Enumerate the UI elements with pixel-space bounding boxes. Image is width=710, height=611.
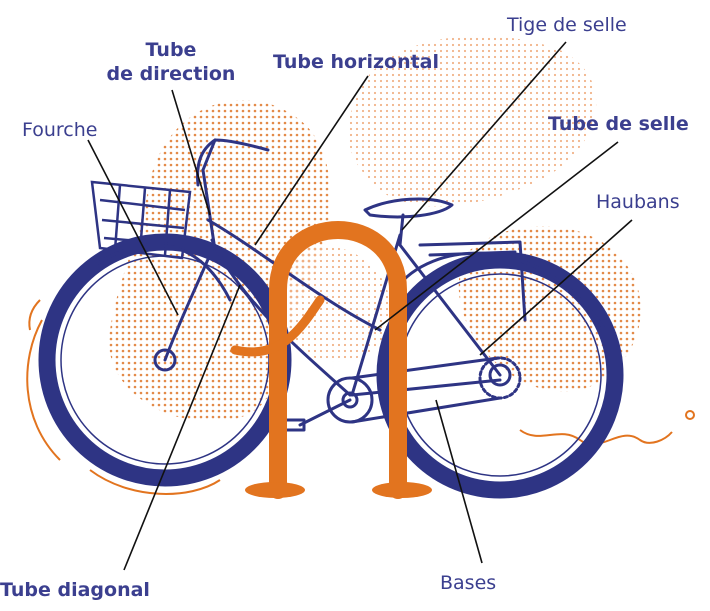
leader-bases bbox=[435, 399, 483, 564]
leader-tige-de-selle bbox=[401, 41, 567, 231]
front-basket bbox=[90, 180, 192, 260]
rear-wheel bbox=[376, 251, 624, 499]
leader-tube-horizontal bbox=[254, 75, 369, 246]
leader-tube-diagonal bbox=[123, 284, 241, 571]
label-tube-de-selle: Tube de selle bbox=[548, 113, 689, 135]
label-haubans: Haubans bbox=[596, 191, 680, 213]
label-tube-diagonal: Tube diagonal bbox=[0, 579, 150, 601]
orange-bike-rack bbox=[230, 221, 432, 499]
label-tube-horizontal: Tube horizontal bbox=[273, 51, 440, 73]
leader-haubans bbox=[479, 219, 633, 356]
label-tube-direction-line1: Tube bbox=[145, 39, 197, 61]
decor-arc-left bbox=[26, 319, 61, 461]
leader-lines bbox=[87, 41, 633, 571]
decor-dot-right bbox=[685, 410, 695, 420]
label-tube-direction: Tube de direction bbox=[106, 38, 236, 86]
label-bases: Bases bbox=[440, 572, 497, 594]
label-tube-direction-line2: de direction bbox=[106, 63, 236, 85]
leader-fourche bbox=[87, 139, 179, 316]
label-tige-de-selle: Tige de selle bbox=[507, 14, 627, 36]
decor-arc-left-2 bbox=[28, 299, 41, 331]
leader-tube-direction bbox=[171, 89, 211, 216]
decor-arc-bottom bbox=[89, 469, 221, 495]
leader-tube-de-selle bbox=[374, 141, 619, 331]
label-fourche: Fourche bbox=[22, 119, 98, 141]
decor-wave-right bbox=[519, 429, 673, 446]
